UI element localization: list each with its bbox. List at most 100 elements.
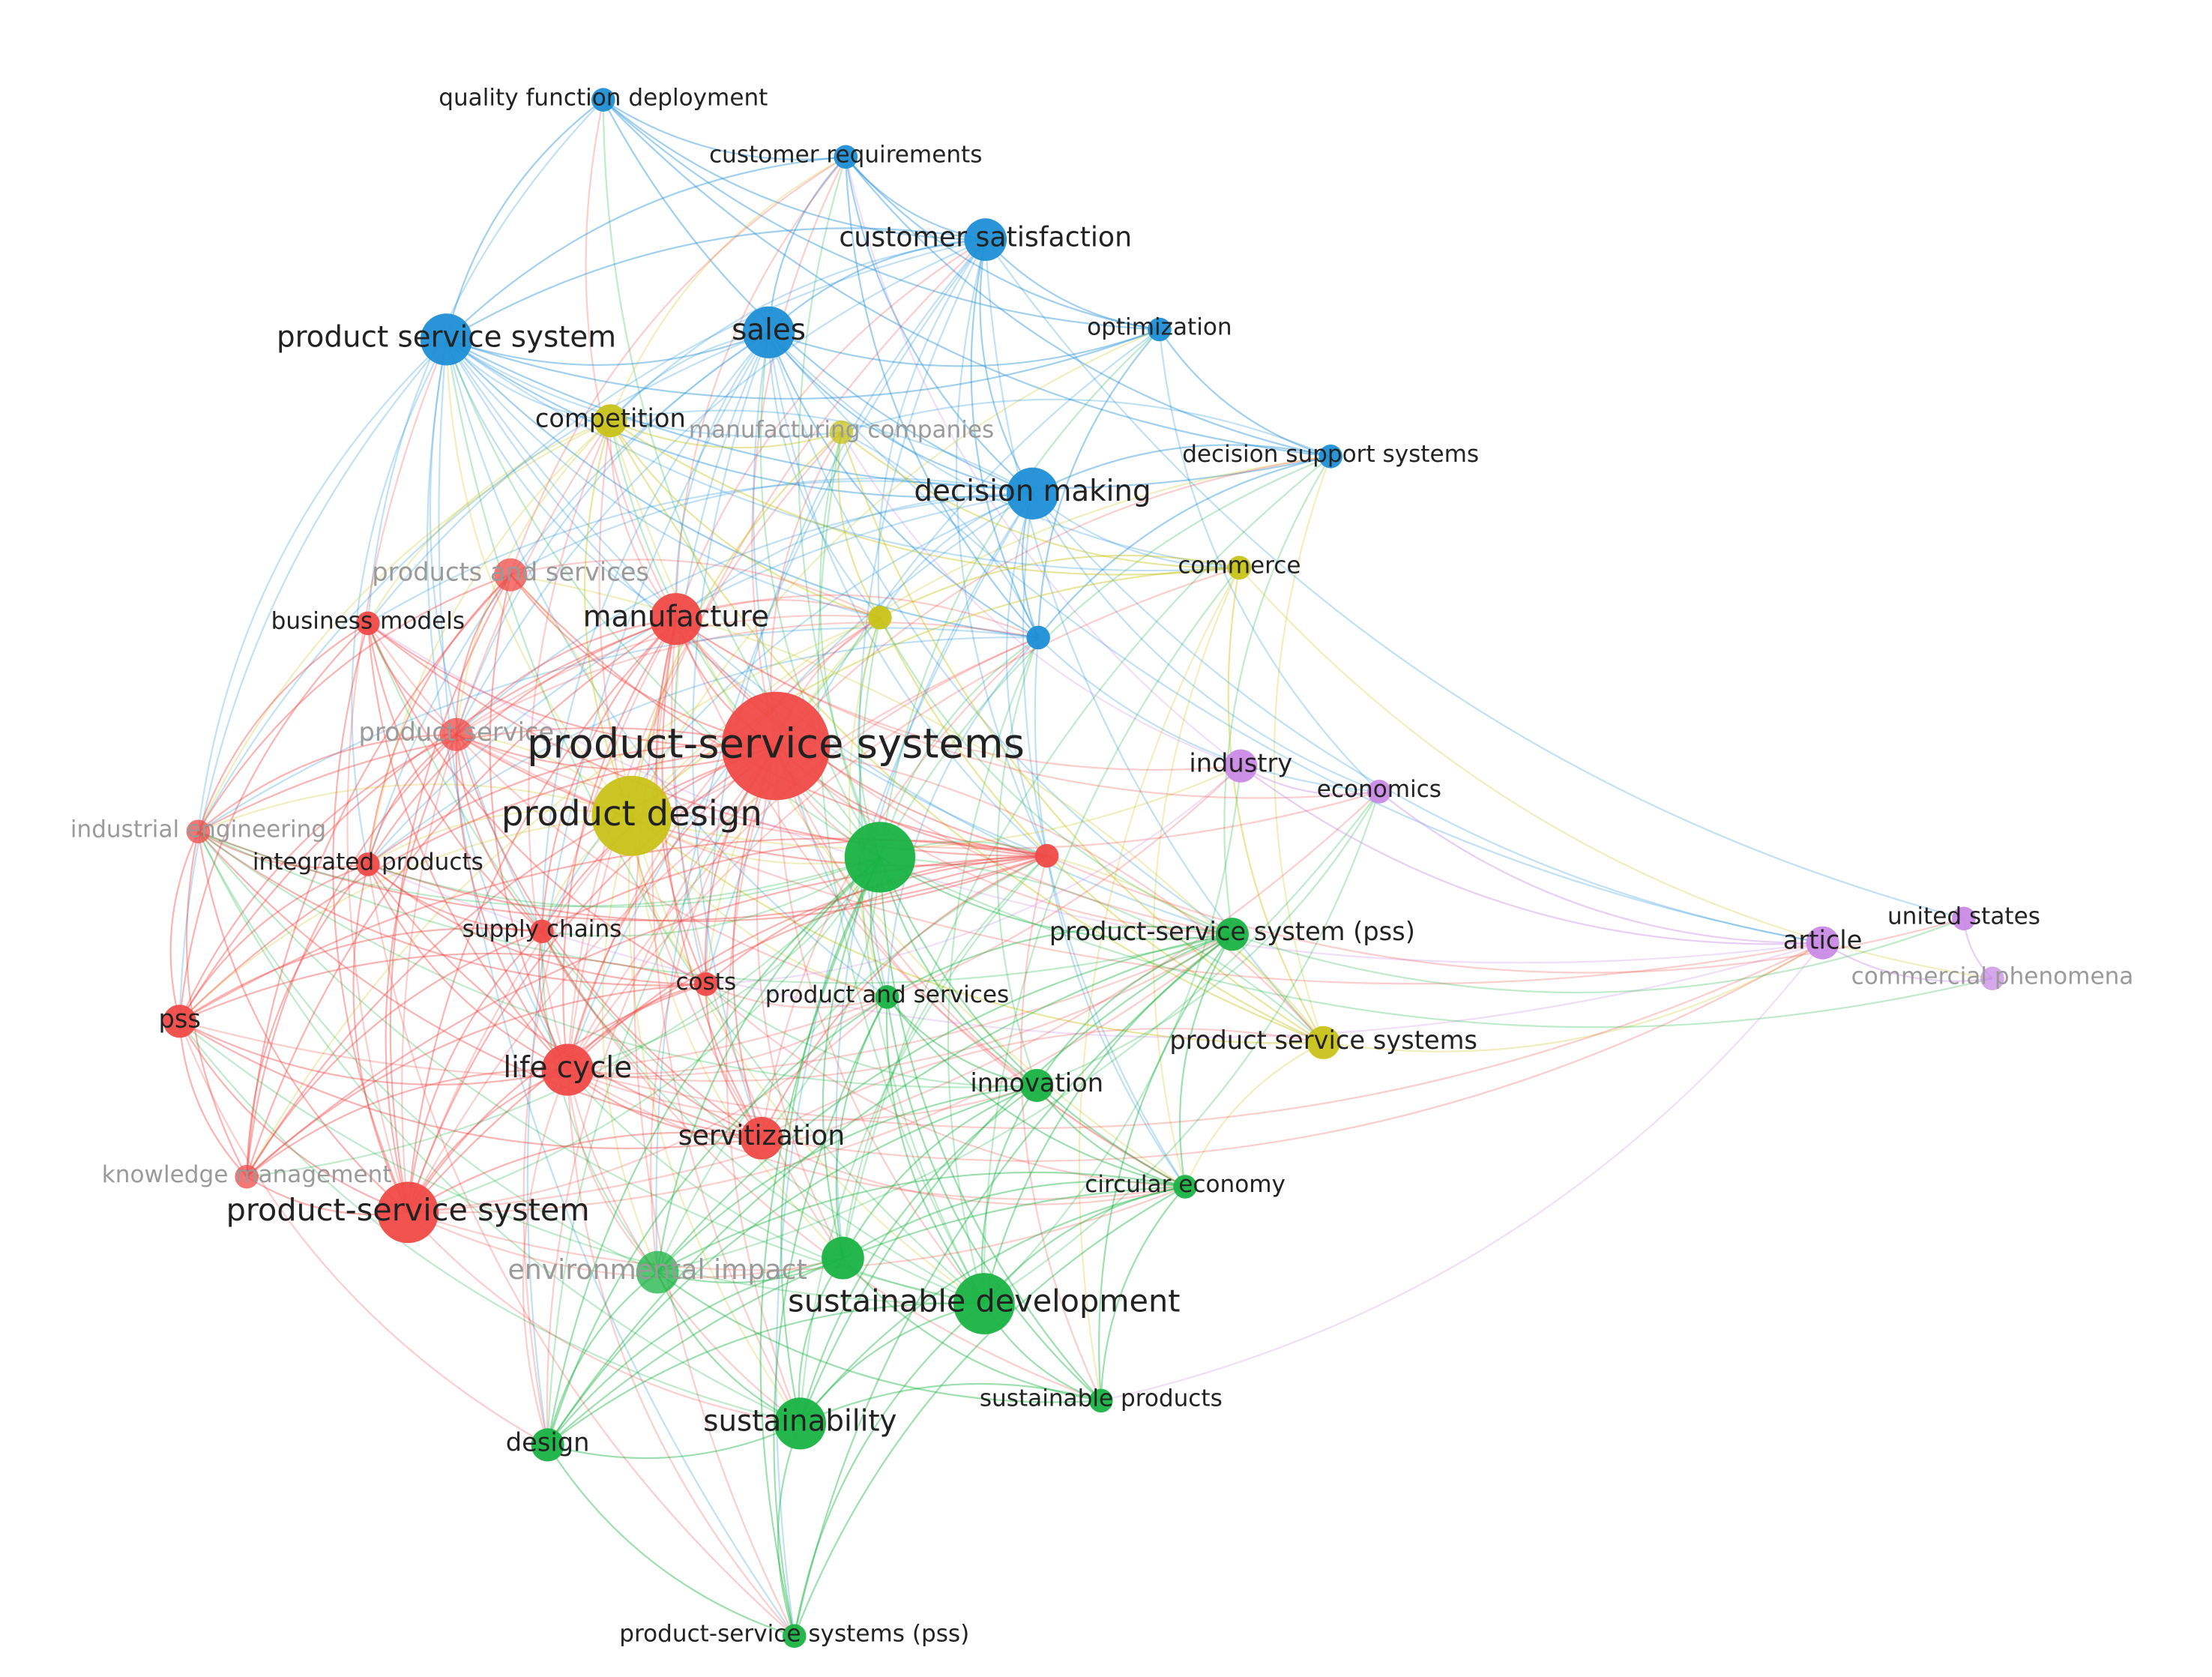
node-manufacture[interactable] (650, 593, 702, 645)
label-customer-requirements: customer requirements (709, 141, 982, 168)
network-edge (799, 933, 1233, 1424)
node-customer-satisfaction[interactable] (964, 218, 1007, 261)
label-manufacturing-companies: manufacturing companies (689, 417, 994, 444)
node-sustainable-products[interactable] (1089, 1388, 1113, 1413)
network-edge (657, 1171, 1186, 1274)
node-article[interactable] (1806, 926, 1839, 960)
node-product-and-services[interactable] (875, 985, 899, 1009)
node-product-service-system-pss[interactable] (1215, 918, 1249, 951)
node-product-design[interactable] (591, 775, 672, 856)
network-edge (705, 984, 1186, 1188)
network-edge (603, 99, 1160, 331)
node-economics[interactable] (1367, 780, 1391, 804)
node-servitization[interactable] (740, 1116, 783, 1160)
network-edge (246, 983, 706, 1178)
label-sales: sales (732, 313, 806, 347)
node-decision-support-systems[interactable] (1319, 445, 1342, 469)
network-edge (246, 745, 777, 1178)
label-product-and-services: product and services (765, 981, 1009, 1008)
network-edge (845, 156, 1331, 457)
network-edge (178, 1020, 549, 1446)
node-product-service-systems[interactable] (721, 691, 831, 801)
node-green-hub[interactable] (844, 822, 916, 893)
node-integrated-products[interactable] (356, 852, 380, 876)
node-commercial-phenomena[interactable] (1980, 966, 2004, 991)
node-manufacturing-companies[interactable] (829, 420, 854, 445)
network-edge (178, 1021, 247, 1178)
node-product-service-systems-yellow[interactable] (1307, 1026, 1340, 1059)
node-customer-requirements[interactable] (834, 145, 858, 169)
node-industry[interactable] (1224, 749, 1258, 783)
network-edge (1184, 1041, 1325, 1187)
node-red-unlabeled[interactable] (1034, 843, 1059, 868)
network-edge (445, 338, 1033, 499)
network-edge (657, 1271, 801, 1424)
network-edge (246, 855, 1047, 1178)
network-edge (879, 857, 1102, 1402)
node-sustainable-development[interactable] (953, 1273, 1015, 1334)
network-edge (178, 1020, 801, 1424)
network-edge (1158, 328, 1331, 457)
network-edge (367, 623, 569, 1071)
label-circular-economy: circular economy (1085, 1171, 1286, 1198)
network-edge (197, 831, 1037, 1089)
label-product-service: product service (358, 717, 554, 747)
network-edge (657, 1271, 1101, 1403)
network-edge (385, 734, 457, 1213)
node-costs[interactable] (694, 972, 718, 996)
node-pss[interactable] (163, 1005, 196, 1038)
node-blue-unlabeled[interactable] (1026, 625, 1050, 650)
label-supply-chains: supply chains (462, 916, 622, 943)
node-product-service[interactable] (439, 717, 473, 751)
label-product-service-system-red: product-service system (226, 1192, 590, 1228)
node-business-models[interactable] (356, 611, 380, 636)
network-edge (446, 331, 769, 366)
network-edge (670, 618, 844, 1259)
network-edge (774, 745, 1037, 1086)
node-product-service-system-red[interactable] (377, 1181, 439, 1244)
node-quality-function-deployment[interactable] (591, 88, 615, 112)
network-edge (346, 339, 447, 1213)
label-product-design: product design (501, 793, 762, 834)
node-decision-making[interactable] (1006, 467, 1059, 520)
network-edge (886, 926, 1233, 998)
node-innovation[interactable] (1020, 1068, 1054, 1102)
node-sales[interactable] (742, 306, 795, 358)
label-product-service-system-blue: product service system (277, 321, 616, 355)
network-edge (197, 573, 511, 832)
node-commerce[interactable] (1227, 556, 1252, 580)
node-industrial-engineering[interactable] (186, 819, 211, 844)
network-edge (367, 622, 1047, 857)
network-edge (585, 99, 677, 620)
network-edge (567, 567, 1240, 1071)
node-competition[interactable] (594, 404, 627, 438)
network-edge (842, 1084, 1037, 1259)
network-edge (567, 933, 1233, 1083)
node-supply-chains[interactable] (530, 919, 554, 944)
node-green-unlabeled[interactable] (822, 1236, 864, 1280)
node-optimization[interactable] (1148, 317, 1172, 342)
network-edge (178, 863, 369, 1022)
node-life-cycle[interactable] (541, 1044, 594, 1096)
node-product-service-system-blue[interactable] (420, 313, 473, 366)
network-edge (367, 623, 543, 933)
node-design[interactable] (531, 1428, 564, 1462)
network-edge (609, 238, 986, 422)
network-edge (885, 996, 985, 1304)
node-products-and-services[interactable] (494, 558, 528, 591)
node-united-states[interactable] (1952, 906, 1976, 931)
network-edge (407, 930, 543, 1213)
network-edge (675, 493, 1033, 620)
node-knowledge-management[interactable] (235, 1164, 259, 1189)
network-edge (675, 618, 1233, 936)
node-sustainability[interactable] (774, 1397, 827, 1450)
network-edge (446, 328, 1160, 400)
network-edge (528, 420, 612, 1071)
network-edge (401, 420, 612, 1213)
network-edge (367, 864, 762, 1139)
node-product-service-systems-pss[interactable] (782, 1624, 807, 1649)
network-edge (627, 816, 801, 1424)
node-circular-economy[interactable] (1173, 1175, 1197, 1199)
node-environmental-impact[interactable] (636, 1250, 679, 1294)
node-yellow-unlabeled[interactable] (868, 606, 892, 630)
